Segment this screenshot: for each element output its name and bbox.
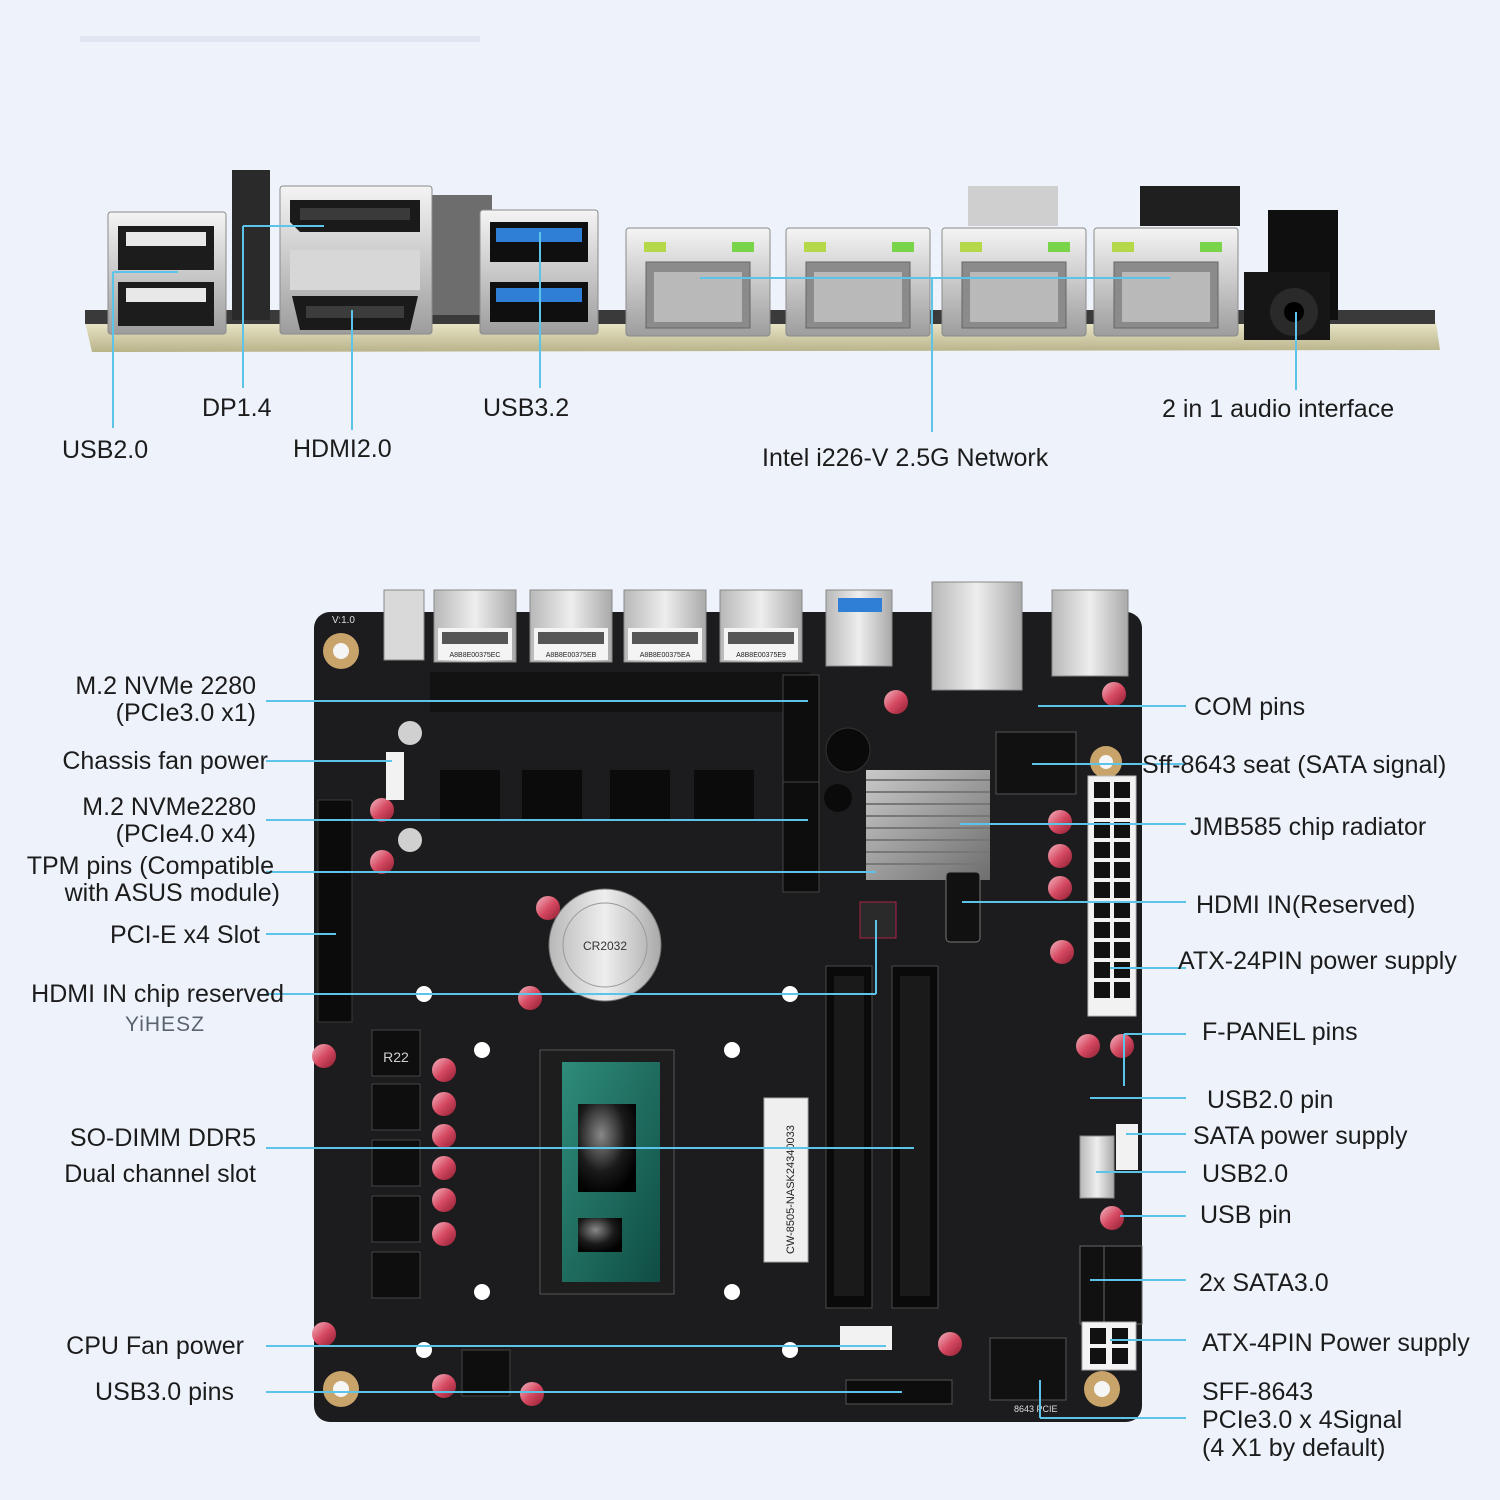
hdmi-in-port <box>945 871 981 943</box>
serial-sticker: CW-8505-NASK24340033 <box>763 1097 809 1263</box>
label-usb20-rear: USB2.0 <box>62 436 149 464</box>
label-hdmi-in: HDMI IN(Reserved) <box>1196 891 1416 919</box>
label-usb20-pin: USB2.0 pin <box>1207 1086 1334 1114</box>
audio-jack <box>1244 272 1330 340</box>
lan-serial-4: A8B8E00375E9 <box>736 652 786 659</box>
screw <box>398 828 422 852</box>
board-usb20 <box>1051 589 1129 677</box>
label-usb-pin: USB pin <box>1200 1201 1292 1229</box>
serial-sticker-text: CW-8505-NASK24340033 <box>785 1125 797 1254</box>
label-sodimm-2: Dual channel slot <box>64 1160 256 1188</box>
label-m2-nvme-b-1: M.2 NVMe2280 <box>82 793 256 821</box>
sff-pcie-marking: 8643 PCIE <box>1014 1404 1058 1414</box>
label-sodimm-1: SO-DIMM DDR5 <box>69 1124 256 1152</box>
atx4-connector <box>1081 1321 1137 1371</box>
inductor-label: R22 <box>383 1049 409 1065</box>
vrm-inductors <box>371 1029 511 1397</box>
coin-battery: CR2032 <box>548 888 662 1002</box>
board-audio-jack <box>383 589 425 661</box>
label-sff-pcie-2: PCIe3.0 x 4Signal <box>1202 1406 1403 1434</box>
lan-port <box>625 227 771 337</box>
lan-serial-2: A8B8E00375EB <box>546 652 597 659</box>
buzzer <box>825 727 871 773</box>
sff-8643-pcie <box>989 1337 1067 1401</box>
inductor-round <box>824 784 852 812</box>
lan-port <box>1093 227 1239 337</box>
sata-port <box>1103 1245 1143 1325</box>
rear-component <box>1140 186 1240 226</box>
label-m2-nvme-a-2: (PCIe3.0 x1) <box>115 699 256 727</box>
label-atx4: ATX-4PIN Power supply <box>1202 1329 1470 1357</box>
motherboard-top-view: V:1.0 A8B8E00375EC A8B8E00 <box>312 581 1143 1422</box>
hdmi-in-chip <box>859 901 897 939</box>
label-tpm-1: TPM pins (Compatible <box>26 852 274 880</box>
bottom-leader-lines <box>266 700 1186 1419</box>
cpu <box>539 1049 675 1295</box>
dp-hdmi-stack <box>279 185 433 335</box>
board-lan-ports: A8B8E00375EC A8B8E00375EB A8B8E00375EA A… <box>433 589 803 663</box>
label-usb20-port: USB2.0 <box>1202 1160 1289 1188</box>
lan-controllers <box>440 770 754 820</box>
label-usb30-pins: USB3.0 pins <box>95 1378 234 1406</box>
rear-io-panel <box>85 170 1440 352</box>
label-dp14: DP1.4 <box>202 394 272 422</box>
lan-port <box>785 227 931 337</box>
label-m2-nvme-b-2: (PCIe4.0 x4) <box>115 820 256 848</box>
board-version-text: V:1.0 <box>332 615 355 626</box>
label-sff-pcie-1: SFF-8643 <box>1202 1378 1314 1406</box>
pcie-x4-slot <box>317 799 353 1023</box>
label-jmb585: JMB585 chip radiator <box>1190 813 1427 841</box>
lan-serial-3: A8B8E00375EA <box>640 652 691 659</box>
board-usb20-port <box>1079 1135 1115 1199</box>
label-m2-nvme-a-1: M.2 NVMe 2280 <box>75 672 256 700</box>
capacitors <box>312 682 1134 1406</box>
top-leader-lines <box>112 225 1297 432</box>
chassis-fan-header <box>386 752 404 800</box>
label-hdmi20: HDMI2.0 <box>293 435 392 463</box>
top-haze <box>80 36 480 42</box>
label-network: Intel i226-V 2.5G Network <box>762 444 1049 472</box>
label-chassis-fan: Chassis fan power <box>62 747 268 775</box>
label-sata30: 2x SATA3.0 <box>1199 1269 1329 1297</box>
label-com-pins: COM pins <box>1194 693 1306 721</box>
lan-port <box>941 227 1087 337</box>
nvme-slot-b <box>782 781 820 893</box>
screw <box>398 721 422 745</box>
rear-component <box>968 186 1058 226</box>
atx24-connector <box>1087 775 1137 1017</box>
label-fpanel: F-PANEL pins <box>1202 1018 1358 1046</box>
label-sata-power: SATA power supply <box>1193 1122 1408 1150</box>
label-audio: 2 in 1 audio interface <box>1162 395 1395 423</box>
brand-watermark: YiHESZ <box>125 1013 205 1036</box>
rear-component <box>232 170 270 320</box>
label-atx24: ATX-24PIN power supply <box>1178 947 1457 975</box>
board-dp-hdmi <box>931 581 1023 691</box>
nvme-a-area <box>430 672 810 712</box>
label-cpu-fan: CPU Fan power <box>66 1332 244 1360</box>
sodimm-slots <box>825 965 939 1309</box>
label-pcie-slot: PCI-E x4 Slot <box>109 921 260 949</box>
sata-power-connector <box>1116 1124 1138 1170</box>
label-sff-pcie-3: (4 X1 by default) <box>1202 1434 1386 1462</box>
label-usb32: USB3.2 <box>483 394 570 422</box>
label-hdmi-chip: HDMI IN chip reserved <box>31 980 284 1008</box>
label-sff-seat: Sff-8643 seat (SATA signal) <box>1142 751 1447 779</box>
lan-serial-1: A8B8E00375EC <box>450 652 501 659</box>
battery-text: CR2032 <box>583 939 627 953</box>
lan-ports-rear <box>625 227 1239 337</box>
label-tpm-2: with ASUS module) <box>64 879 280 907</box>
